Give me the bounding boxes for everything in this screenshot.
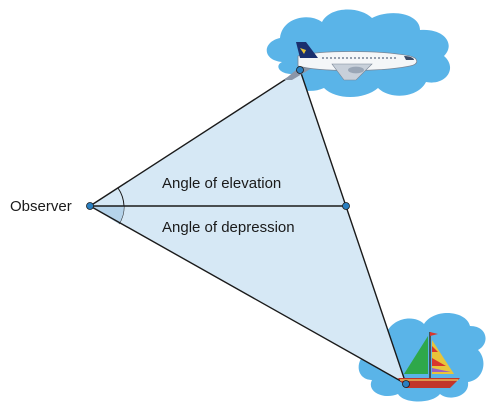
sailboat-icon [398, 332, 460, 388]
line-plane-to-boat [299, 69, 407, 385]
sight-triangle [90, 70, 406, 384]
airplane-icon [284, 42, 418, 81]
observer-label: Observer [10, 198, 72, 215]
sight-lines [89, 69, 407, 385]
line-observer-to-boat [89, 205, 407, 385]
boat-point [402, 380, 410, 388]
depression-label: Angle of depression [162, 219, 295, 236]
line-observer-to-plane [89, 69, 301, 207]
elevation-label: Angle of elevation [162, 175, 281, 192]
plane-point [296, 66, 304, 74]
observer-point [86, 202, 94, 210]
horizon-point [342, 202, 350, 210]
